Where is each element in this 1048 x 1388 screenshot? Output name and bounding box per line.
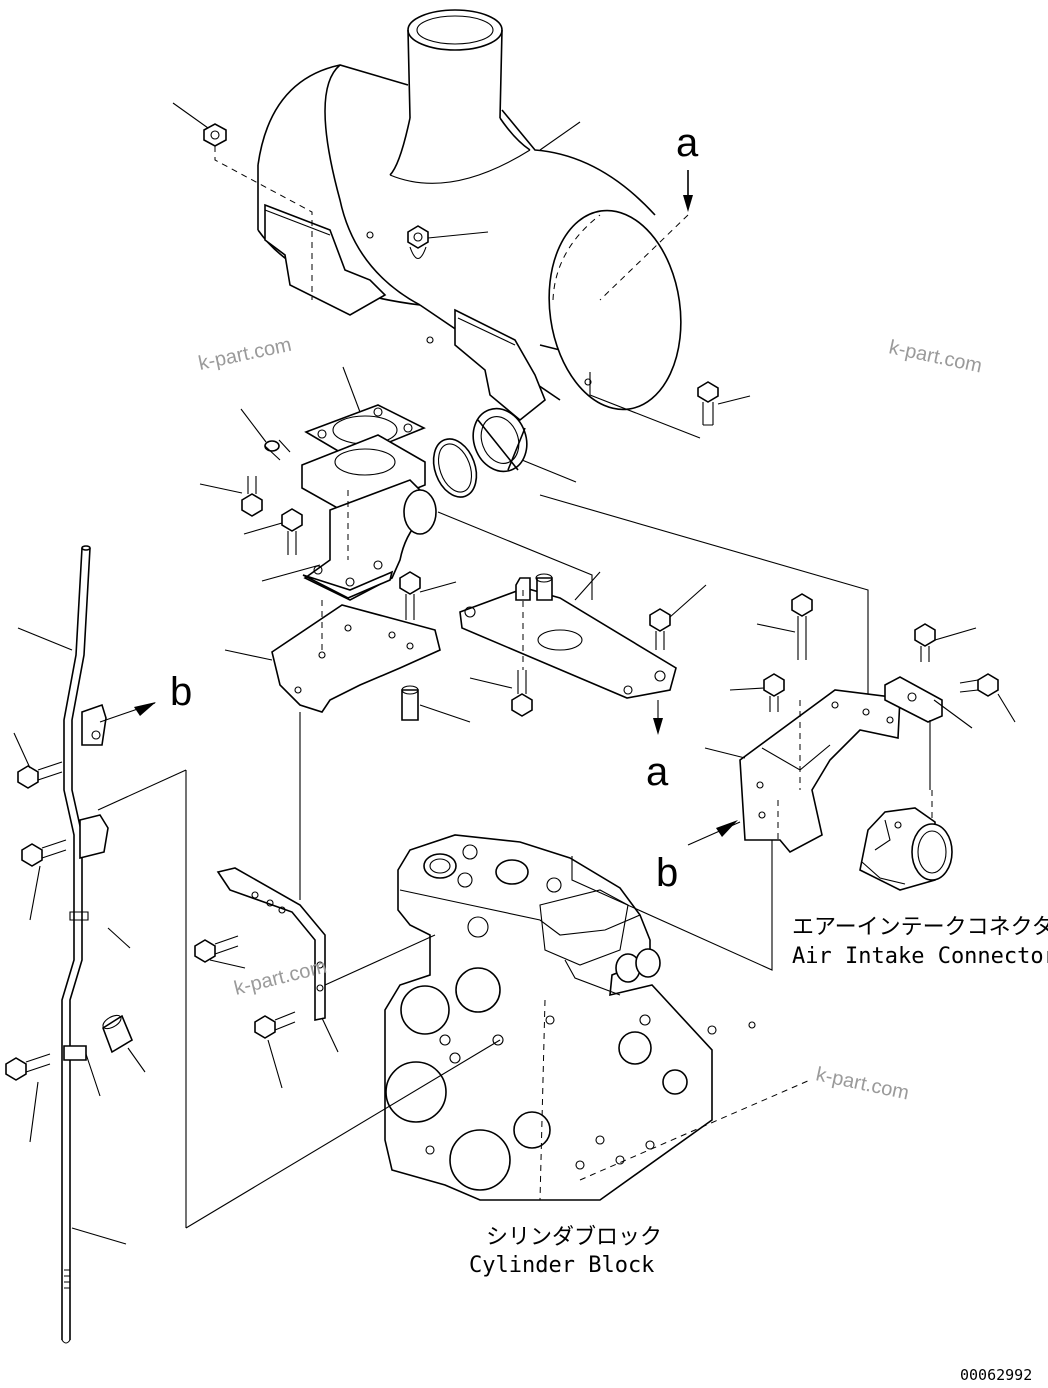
- bolt-dipstick-3: [5, 1053, 51, 1143]
- watermark-4: k-part.com: [814, 1063, 911, 1104]
- watermark-1: k-part.com: [196, 334, 293, 375]
- tube-clip-upper: [81, 703, 107, 746]
- dipstick-tube: [17, 545, 127, 1344]
- view-arrow-a-top: a: [599, 121, 699, 301]
- inlet-elbow: [261, 434, 437, 601]
- view-marker-b-left: b: [170, 670, 192, 714]
- view-marker-b-right: b: [656, 851, 678, 895]
- watermark-2: k-part.com: [887, 336, 984, 377]
- gasket-square: [304, 366, 426, 459]
- clamp-block: [884, 676, 973, 790]
- screw-small: [240, 408, 291, 461]
- nut-top-left: [172, 102, 313, 300]
- bolt-bracket-lower-b: [254, 1011, 296, 1089]
- drawing-number: 00062992: [960, 1366, 1032, 1384]
- cylinder-block-label-jp: シリンダブロック: [486, 1225, 662, 1250]
- view-arrow-b-right: b: [656, 820, 741, 895]
- bolt-elbow-upper: [199, 476, 263, 517]
- bolt-dipstick-1: [13, 732, 63, 789]
- bolt-right-upper: [589, 372, 751, 439]
- cylinder-block-label-en: Cylinder Block: [469, 1253, 654, 1278]
- bolt-plate-under: [469, 670, 533, 717]
- bolt-elbow-lower: [243, 508, 303, 555]
- air-cleaner-body: [257, 9, 682, 422]
- bolt-plate-left: [399, 571, 457, 620]
- seal-sleeve: [472, 407, 577, 483]
- bolt-dipstick-2: [21, 839, 67, 921]
- o-ring: [432, 438, 478, 498]
- air-intake-label-jp: エアーインテークコネクタ: [792, 915, 1048, 940]
- air-intake-label-en: Air Intake Connector: [792, 944, 1048, 969]
- bolt-far-right-upper: [914, 623, 977, 662]
- view-marker-a-bottom: a: [646, 750, 669, 794]
- view-marker-a-top: a: [676, 121, 699, 165]
- tube-clip-middle: [69, 814, 131, 949]
- view-arrow-b-left: b: [99, 670, 192, 723]
- view-arrow-a-bottom: a: [646, 700, 669, 794]
- bracket-lower-left: [216, 867, 339, 1053]
- grommet: [102, 1014, 146, 1073]
- bracket-left: [224, 600, 441, 713]
- tube-clip-lower: [63, 1045, 101, 1097]
- cylinder-block: [384, 834, 811, 1201]
- spacer-collar: [401, 685, 471, 723]
- bolt-bracket-lower-a: [194, 935, 246, 969]
- bolt-long: [756, 593, 813, 660]
- bolt-plate-right: [649, 584, 707, 650]
- bolt-far-right-lower: [959, 673, 1016, 723]
- mounting-plate: [459, 571, 677, 699]
- bolt-bracket-right: [729, 673, 785, 712]
- air-intake-connector: [859, 790, 953, 891]
